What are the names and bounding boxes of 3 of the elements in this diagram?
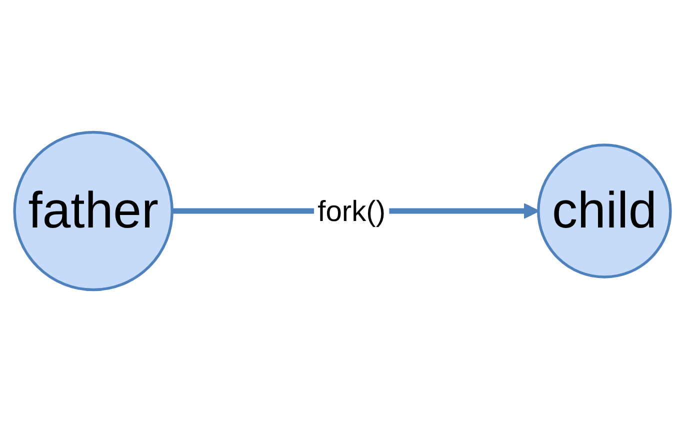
node-circle: child	[537, 144, 672, 278]
node-circle: father	[13, 130, 174, 292]
edge-label: fork()	[318, 196, 386, 228]
